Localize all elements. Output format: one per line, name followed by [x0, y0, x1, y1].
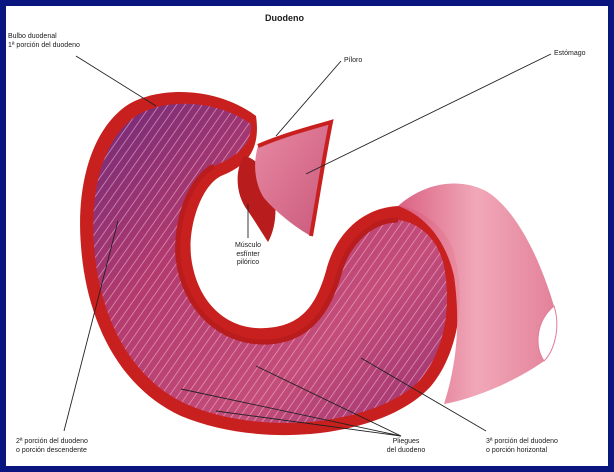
label-estomago: Estómago	[554, 50, 586, 59]
label-musculo-esfinter-pilorico: Músculo esfínter pilórico	[222, 242, 274, 268]
label-segunda-porcion: 2ª porción del duodeno o porción descend…	[16, 438, 88, 455]
diagram-panel: Duodeno Bulbo duodenal 1ª porción del du…	[6, 6, 608, 466]
label-piloro: Píloro	[344, 57, 362, 66]
label-tercera-porcion: 3ª porción del duodeno o porción horizon…	[486, 438, 558, 455]
duodenum-illustration	[6, 6, 608, 466]
diagram-title: Duodeno	[265, 13, 304, 23]
label-pliegues-duodeno: Pliegues del duodeno	[378, 438, 434, 455]
label-bulbo-duodenal: Bulbo duodenal 1ª porción del duodeno	[8, 33, 80, 50]
